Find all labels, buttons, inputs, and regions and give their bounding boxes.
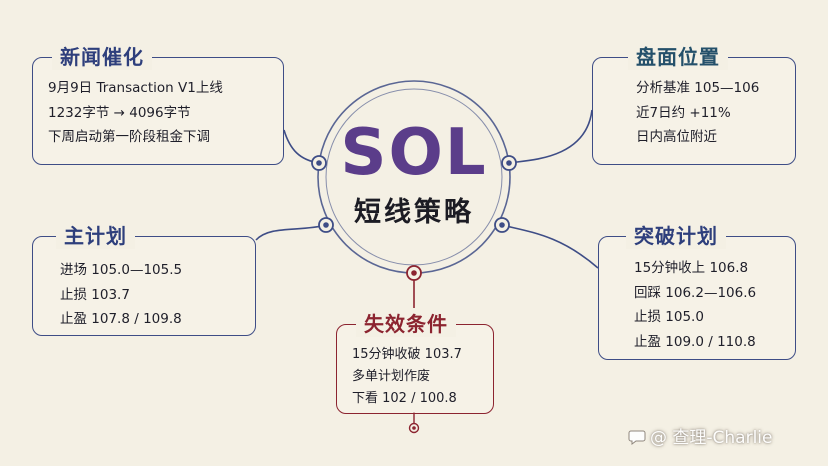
sub-title: 短线策略 [354,197,474,228]
main-plan-box [32,236,256,336]
main-plan-line: 止损 103.7 [60,286,130,303]
news-lines: 9月9日 Transaction V1上线 1232字节 → 4096字节 下周… [48,76,223,150]
main-plan-line: 进场 105.0—105.5 [60,262,183,278]
invalidation-title: 失效条件 [356,311,456,337]
node-bottom [406,265,422,281]
breakout-plan-line: 止盈 109.0 / 110.8 [634,333,756,350]
market-box [592,57,796,165]
news-title: 新闻催化 [52,44,152,70]
market-line: 分析基准 105—106 [636,80,760,96]
node-left-top [311,155,327,171]
watermark-text: @ 查理-Charlie [650,428,773,448]
node-right-top [501,155,517,171]
main-plan-lines: 进场 105.0—105.5 止损 103.7 止盈 107.8 / 109.8 [60,258,182,332]
market-line: 日内高位附近 [636,129,717,145]
invalidation-lines: 15分钟收破 103.7 多单计划作废 下看 102 / 100.8 [352,344,462,410]
breakout-plan-title: 突破计划 [626,223,726,249]
market-line: 近7日约 +11% [636,104,731,121]
breakout-plan-line: 止损 105.0 [634,309,704,325]
breakout-plan-line: 15分钟收上 106.8 [634,260,749,276]
main-title: SOL [340,116,488,190]
main-plan-title: 主计划 [56,223,135,249]
node-left-bottom [318,217,334,233]
chat-bubble-icon [628,430,646,445]
market-title: 盘面位置 [628,44,728,70]
invalidation-line: 15分钟收破 103.7 [352,347,462,362]
news-box [32,57,284,165]
invalidation-line: 下看 102 / 100.8 [352,391,457,406]
watermark: @ 查理-Charlie [628,426,773,450]
breakout-plan-box [598,236,796,360]
breakout-plan-line: 回踩 106.2—106.6 [634,284,757,301]
main-plan-line: 止盈 107.8 / 109.8 [60,311,182,327]
news-line: 9月9日 Transaction V1上线 [48,80,223,96]
node-right-bottom [494,217,510,233]
breakout-plan-lines: 15分钟收上 106.8 回踩 106.2—106.6 止损 105.0 止盈 … [634,256,756,354]
invalidation-line: 多单计划作废 [352,369,431,384]
market-lines: 分析基准 105—106 近7日约 +11% 日内高位附近 [636,76,759,150]
news-line: 1232字节 → 4096字节 [48,104,191,121]
news-line: 下周启动第一阶段租金下调 [48,129,210,145]
node-bottom-end [408,422,420,434]
